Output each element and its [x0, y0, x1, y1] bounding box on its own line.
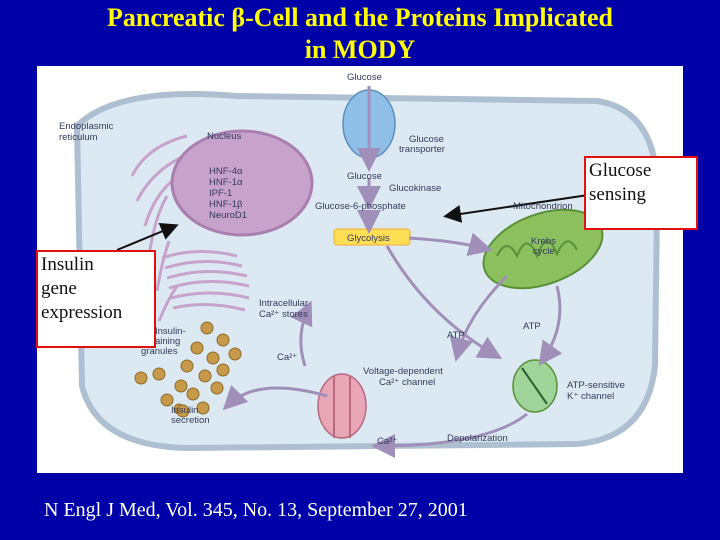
label-ca2-bottom: Ca²⁺: [377, 436, 397, 447]
label-ipf1: IPF-1: [209, 188, 232, 199]
title-line-1: Pancreatic β-Cell and the Proteins Impli…: [107, 3, 613, 32]
label-atp-right: ATP: [523, 321, 541, 332]
label-vdcc-2: Ca²⁺ channel: [379, 377, 435, 388]
label-krebs-2: cycle: [533, 246, 555, 257]
label-transporter-1: Glucose: [409, 134, 444, 145]
insulin-line-3: expression: [41, 302, 123, 323]
label-g6p: Glucose-6-phosphate: [315, 201, 406, 212]
title-line-2: in MODY: [304, 35, 416, 64]
label-glucose-top: Glucose: [347, 72, 382, 83]
label-hnf1a: HNF-1α: [209, 177, 243, 188]
label-transporter-2: transporter: [399, 144, 445, 155]
label-glucokinase: Glucokinase: [389, 183, 441, 194]
glucose-sensing-line-2: sensing: [589, 184, 646, 205]
label-granules-1: Insulin-: [155, 326, 186, 337]
label-er-1: Endoplasmic: [59, 121, 114, 132]
mitochondrion: [482, 208, 604, 290]
label-glycolysis: Glycolysis: [347, 233, 390, 244]
citation: N Engl J Med, Vol. 345, No. 13, Septembe…: [44, 499, 468, 521]
label-hnf4a: HNF-4α: [209, 166, 243, 177]
insulin-granules: [134, 321, 242, 415]
label-katp-1: ATP-sensitive: [567, 380, 625, 391]
label-ca-stores-1: Intracellular: [259, 298, 308, 309]
label-secretion-2: secretion: [171, 415, 210, 426]
label-mitochondrion: Mitochondrion: [513, 201, 573, 212]
label-glucose-inside: Glucose: [347, 171, 382, 182]
label-ca-stores-2: Ca²⁺ stores: [259, 309, 308, 320]
secreted-granule: [176, 404, 190, 418]
golgi-apparatus: [161, 249, 250, 312]
glucose-sensing-line-1: Glucose: [589, 160, 652, 181]
insulin-line-2: gene: [41, 278, 77, 299]
label-nucleus: Nucleus: [207, 131, 242, 142]
glucose-sensing-callout: Glucose sensing: [584, 156, 698, 230]
label-krebs-1: Krebs: [531, 236, 556, 247]
label-er-2: reticulum: [59, 132, 98, 143]
label-secretion-1: Insulin: [171, 405, 198, 416]
label-depolarization: Depolarization: [447, 433, 508, 444]
insulin-expression-callout: Insulin gene expression: [36, 250, 156, 348]
pathway-arrows: [222, 86, 563, 458]
label-neurod1: NeuroD1: [209, 210, 247, 221]
label-katp-2: K⁺ channel: [567, 391, 614, 402]
label-hnf1b: HNF-1β: [209, 199, 243, 210]
calcium-channel: [317, 373, 367, 439]
label-granules-3: granules: [141, 346, 178, 357]
label-atp-left: ATP: [447, 330, 465, 341]
label-ca2-mid: Ca²⁺: [277, 352, 297, 363]
label-granules-2: containing: [137, 336, 180, 347]
glucose-sensing-arrow: [443, 193, 596, 223]
slide-title: Pancreatic β-Cell and the Proteins Impli…: [0, 2, 720, 66]
label-vdcc-1: Voltage-dependent: [363, 366, 443, 377]
katp-channel: [512, 359, 558, 413]
insulin-line-1: Insulin: [41, 254, 94, 275]
nucleus: [170, 129, 314, 237]
insulin-expression-arrow: [116, 223, 179, 251]
